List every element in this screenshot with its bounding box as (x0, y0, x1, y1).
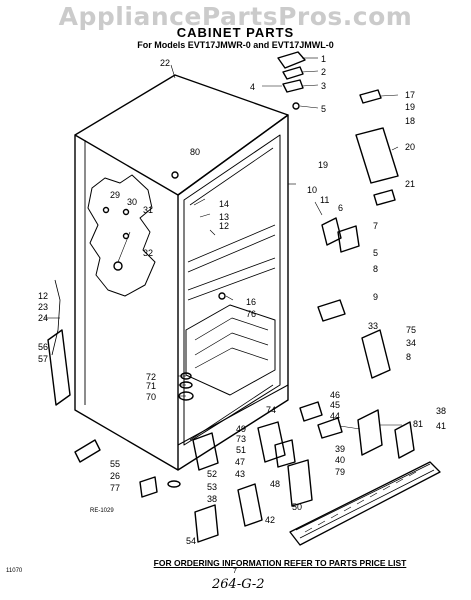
callout-56: 56 (38, 342, 48, 352)
callout-51: 51 (236, 445, 246, 455)
callout-30: 30 (127, 197, 137, 207)
callout-7: 7 (373, 221, 378, 231)
callout-13: 13 (219, 212, 229, 222)
callout-75: 75 (406, 325, 416, 335)
callout-57: 57 (38, 354, 48, 364)
callout-55: 55 (110, 459, 120, 469)
watermark: AppliancePartsPros.com (58, 2, 413, 31)
callout-39: 39 (335, 444, 345, 454)
callout-12: 12 (219, 221, 229, 231)
callout-33: 33 (368, 321, 378, 331)
callout-46: 46 (330, 390, 340, 400)
callout-81: 81 (413, 419, 423, 429)
callout-4: 4 (250, 82, 255, 92)
callout-10: 10 (307, 185, 317, 195)
toe-grille (289, 461, 441, 546)
callout-73: 73 (236, 434, 246, 444)
cabinet-side (177, 114, 289, 471)
callout-29: 29 (110, 190, 120, 200)
callout-12b: 12 (38, 291, 48, 301)
callout-26: 26 (110, 471, 120, 481)
callout-20: 20 (405, 142, 415, 152)
callout-38: 38 (207, 494, 217, 504)
cabinet-shell (74, 134, 179, 471)
callout-79: 79 (335, 467, 345, 477)
callout-18: 18 (405, 116, 415, 126)
callout-53: 53 (207, 482, 217, 492)
page-code: 11070 (6, 568, 23, 574)
callout-72: 72 (146, 372, 156, 382)
callout-47: 47 (235, 457, 245, 467)
callout-1: 1 (321, 54, 326, 64)
callout-5: 5 (321, 104, 326, 114)
callout-23: 23 (38, 302, 48, 312)
callout-17: 17 (405, 90, 415, 100)
insulation-patch (87, 174, 156, 297)
callout-44: 44 (330, 411, 340, 421)
callout-43: 43 (235, 469, 245, 479)
callout-48: 48 (270, 479, 280, 489)
callout-5b: 5 (373, 248, 378, 258)
callout-76: 76 (246, 309, 256, 319)
page-mark: 7 (233, 568, 237, 575)
top-hinge (277, 51, 306, 93)
callout-19: 19 (405, 102, 415, 112)
diagram-title: CABINET PARTS (176, 25, 295, 40)
callout-19b: 19 (318, 160, 328, 170)
ordering-note: FOR ORDERING INFORMATION REFER TO PARTS … (153, 558, 407, 568)
callout-45: 45 (330, 400, 340, 410)
handwritten-note: 264-G-2 (212, 577, 265, 592)
callout-34: 34 (406, 338, 416, 348)
callout-22: 22 (160, 58, 170, 68)
crisper-pan (185, 304, 276, 396)
callout-32: 32 (143, 248, 153, 258)
diagram-subtitle: For Models EVT17JMWR-0 and EVT17JMWL-0 (137, 40, 334, 50)
callout-52: 52 (207, 469, 217, 479)
figure-code: RE-1029 (90, 508, 114, 514)
callout-49: 49 (236, 424, 246, 434)
callout-71: 71 (146, 381, 156, 391)
callout-8b: 8 (406, 352, 411, 362)
callout-54: 54 (186, 536, 196, 546)
callout-16: 16 (246, 297, 256, 307)
callout-50: 50 (292, 502, 302, 512)
callout-38b: 38 (436, 406, 446, 416)
callout-74: 74 (266, 405, 276, 415)
callout-21: 21 (405, 179, 415, 189)
hinge-plate (355, 127, 399, 184)
callout-41: 41 (436, 421, 446, 431)
callout-labels: 1 2 3 4 5 22 17 19 18 20 19 21 80 10 11 … (38, 54, 446, 546)
callout-77: 77 (110, 483, 120, 493)
callout-31: 31 (143, 205, 153, 215)
callout-42: 42 (265, 515, 275, 525)
callout-9: 9 (373, 292, 378, 302)
callout-11: 11 (320, 195, 329, 205)
callout-2: 2 (321, 67, 326, 77)
callout-80: 80 (190, 147, 200, 157)
callout-14: 14 (219, 199, 229, 209)
callout-70: 70 (146, 392, 156, 402)
callout-8: 8 (373, 264, 378, 274)
callout-40: 40 (335, 455, 345, 465)
callout-24: 24 (38, 313, 48, 323)
cabinet-top (74, 74, 289, 196)
cabinet-liner (183, 134, 281, 446)
callout-3: 3 (321, 81, 326, 91)
callout-6: 6 (338, 203, 343, 213)
